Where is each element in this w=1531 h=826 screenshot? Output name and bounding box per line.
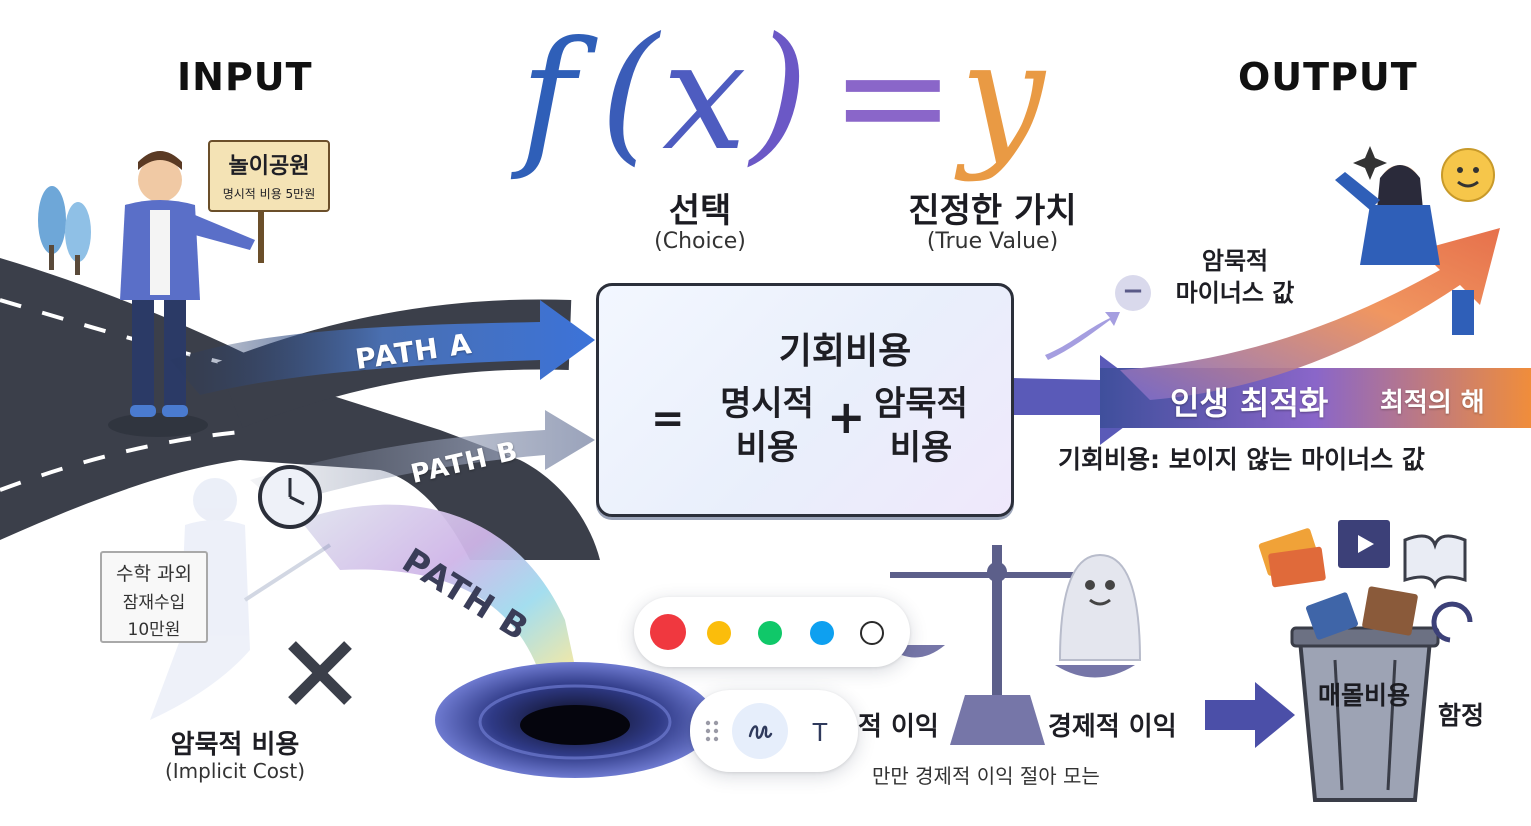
implicit-minus-label: 암묵적 마이너스 값 [1160, 245, 1310, 309]
implicit-cost-label-en: (Implicit Cost) [150, 759, 320, 783]
sign-title: 놀이공원 [210, 148, 328, 180]
scale-left-label: 적 이익 [858, 706, 939, 743]
tutoring-note-line1: 수학 과외 [102, 559, 206, 586]
explicit-cost-term: 명시적 비용 [707, 382, 827, 470]
color-swatch-yellow[interactable] [707, 621, 731, 645]
smiley-icon [1442, 149, 1494, 201]
clock-icon [260, 467, 320, 527]
color-swatch-red[interactable] [650, 614, 686, 650]
refresh-arrow-icon [1434, 604, 1470, 640]
implicit-minus-line1: 암묵적 [1160, 245, 1310, 277]
drag-handle-icon[interactable] [702, 717, 722, 745]
opportunity-cost-caption: 기회비용: 보이지 않는 마이너스 값 [1058, 440, 1425, 476]
implicit-cost-line2: 비용 [861, 426, 981, 470]
implicit-cost-term: 암묵적 비용 [861, 382, 981, 470]
implicit-minus-line2: 마이너스 값 [1160, 277, 1310, 309]
tutoring-note-line3: 10만원 [102, 615, 206, 640]
opportunity-cost-box: 기회비용 = 명시적 비용 + 암묵적 비용 [596, 283, 1014, 517]
tutoring-note-line2: 잠재수입 [102, 588, 206, 613]
formula-f: f [520, 22, 576, 172]
book-icon [1405, 536, 1465, 585]
explicit-cost-line2: 비용 [707, 426, 827, 470]
black-hole [435, 662, 715, 778]
squiggle-pen-icon [745, 716, 775, 746]
equals-sign: = [651, 396, 685, 442]
scale-right-label: 경제적 이익 [1048, 706, 1177, 743]
sunk-cost-label: 매몰비용 [1312, 676, 1416, 712]
explicit-cost-line1: 명시적 [707, 382, 827, 426]
true-value-label-en: (True Value) [900, 229, 1085, 254]
plus-sign: + [827, 390, 866, 444]
color-swatch-white[interactable] [860, 621, 884, 645]
implicit-cost-label: 암묵적 비용 [155, 724, 315, 761]
minus-badge: − [1119, 276, 1147, 306]
tickets-icon [1258, 527, 1326, 587]
color-swatch-green[interactable] [758, 621, 782, 645]
trees [38, 186, 91, 275]
amusement-park-sign: 놀이공원 명시적 비용 5만원 [208, 140, 330, 212]
implicit-cost-line1: 암묵적 [861, 382, 981, 426]
formula-rparen: ) [750, 18, 809, 168]
life-optimization-label: 인생 최적화 [1170, 378, 1328, 424]
cross-mark-icon [292, 645, 348, 701]
tutoring-note: 수학 과외 잠재수입 10만원 [100, 551, 208, 643]
scale-caption: 만만 경제적 이익 절아 모는 [872, 760, 1100, 789]
sign-subtitle: 명시적 비용 5만원 [210, 185, 328, 202]
optimal-solution-label: 최적의 해 [1380, 382, 1485, 419]
formula-y: y [960, 22, 1045, 172]
swoosh-arrow [1045, 312, 1120, 360]
color-swatch-blue[interactable] [810, 621, 834, 645]
formula-x: x [662, 22, 747, 172]
tool-selector-toolbar: T [690, 690, 858, 772]
choice-label: 선택 [640, 183, 760, 232]
clapperboard-icon [1338, 520, 1390, 568]
true-value-label: 진정한 가치 [885, 183, 1100, 232]
opportunity-cost-title: 기회비용 [599, 322, 1011, 374]
pen-tool-button[interactable] [732, 703, 788, 759]
trap-label: 함정 [1438, 696, 1484, 732]
sunk-cost-arrow [1205, 682, 1295, 748]
sparkle-icon [1353, 146, 1387, 180]
text-tool-button[interactable]: T [800, 712, 840, 752]
formula-equals: = [830, 22, 956, 172]
color-picker-toolbar [634, 597, 910, 667]
output-heading: OUTPUT [1238, 55, 1418, 99]
formula-lparen: ( [600, 18, 659, 168]
choice-label-en: (Choice) [630, 229, 770, 254]
input-heading: INPUT [177, 55, 313, 99]
